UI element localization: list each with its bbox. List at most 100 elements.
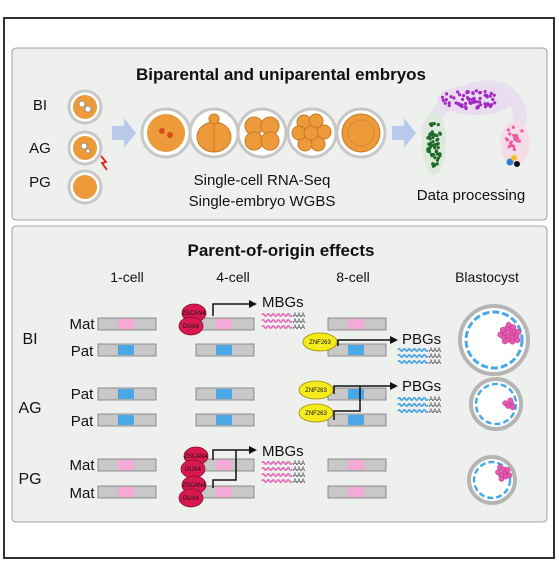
transcript-wave <box>261 472 293 478</box>
promoter-arrow <box>337 339 392 346</box>
paternal-mark <box>348 389 364 399</box>
paternal-mark <box>348 345 364 355</box>
paternal-mark <box>216 415 232 425</box>
scatter-point <box>506 128 510 132</box>
bottom-panel <box>11 225 548 523</box>
scatter-point <box>478 96 482 100</box>
transcript-wave <box>261 478 293 484</box>
polya-label: AAA <box>293 467 305 473</box>
scatter-point <box>512 133 516 137</box>
scatter-point <box>491 97 495 101</box>
top-panel-title: Biparental and uniparental embryos <box>136 65 426 84</box>
scatter-point <box>458 93 462 97</box>
znf263-blob <box>298 380 334 400</box>
scatter-point <box>456 90 460 94</box>
scatter-point <box>479 103 483 107</box>
scatter-point <box>489 91 493 95</box>
icm-cell <box>499 327 506 333</box>
group-label-bi: BI <box>22 331 37 348</box>
group-label-ag: AG <box>18 400 41 417</box>
scatter-point <box>443 101 447 105</box>
scatter-point <box>433 145 437 149</box>
method-line-2: Single-embryo WGBS <box>189 193 336 210</box>
znf263-label: ZNF263 <box>305 411 327 417</box>
icm-cell <box>498 475 505 482</box>
blastocyst-icon <box>467 455 517 505</box>
scatter-point <box>430 143 434 147</box>
scatter-point <box>440 95 445 99</box>
icm-cell <box>502 338 508 345</box>
dux4-label: DUX4 <box>183 496 200 502</box>
arrow-icon <box>392 118 416 148</box>
maternal-mark <box>118 460 134 470</box>
embryo-icon <box>140 107 192 159</box>
icm-cell <box>514 337 521 343</box>
scatter-point <box>511 125 515 129</box>
promoter-arrowhead <box>390 336 398 344</box>
embryo-label-bi: BI <box>33 97 47 114</box>
stage-label-4-cell: 4-cell <box>216 269 249 285</box>
maternal-mark <box>348 319 364 329</box>
scatter-point <box>436 123 440 127</box>
maternal-mark <box>118 487 134 497</box>
row-label-pg-mat2: Mat <box>69 485 95 502</box>
maternal-mark <box>348 460 364 470</box>
icm-cell <box>497 464 503 471</box>
blastocyst-icon <box>458 304 530 376</box>
promoter-arrow <box>212 303 251 316</box>
polya-label: AAA <box>429 409 441 415</box>
polya-label: AAA <box>293 461 305 467</box>
transcript-wave <box>397 396 429 402</box>
blastocyst-icon <box>469 377 523 431</box>
scatter-point <box>471 100 476 104</box>
scatter-point <box>428 137 432 141</box>
polya-label: AAA <box>429 360 441 366</box>
znf263-blob <box>302 332 338 352</box>
scatter-point <box>426 147 430 151</box>
polya-label: AAA <box>429 354 441 360</box>
dux4-blob <box>178 316 204 336</box>
scatter-point <box>462 93 466 98</box>
scatter-point <box>514 133 519 138</box>
scatter-point <box>452 96 456 100</box>
scatter-point <box>478 91 482 95</box>
maternal-mark <box>216 487 232 497</box>
embryo-icon <box>67 169 103 205</box>
scatter-point <box>474 89 478 93</box>
scatter-cluster-icon <box>426 89 524 168</box>
stage-label-blastocyst: Blastocyst <box>455 269 519 285</box>
dux4-label: DUX4 <box>183 324 200 330</box>
scatter-point <box>438 154 442 158</box>
row-label-ag-pat2: Pat <box>71 413 94 430</box>
scatter-point <box>436 145 440 150</box>
row-label-bi-pat: Pat <box>71 343 94 360</box>
scatter-point <box>512 147 517 152</box>
scatter-point <box>426 136 430 140</box>
cluster-point-black <box>514 161 520 167</box>
scatter-point <box>513 136 517 140</box>
paternal-mark <box>348 415 364 425</box>
scatter-point <box>436 137 440 141</box>
scatter-point <box>433 143 437 147</box>
stage-label-1-cell: 1-cell <box>110 269 143 285</box>
scatter-point <box>445 92 449 96</box>
cluster-point-yellow <box>511 155 517 161</box>
scatter-point <box>431 140 435 144</box>
promoter-arrowhead <box>249 300 257 308</box>
transcript-wave <box>397 347 429 353</box>
transcript-wave <box>397 353 429 359</box>
row-label-pg-mat1: Mat <box>69 457 95 474</box>
scatter-point <box>486 103 490 107</box>
scatter-point <box>460 97 465 101</box>
transcript-wave <box>397 359 429 365</box>
embryo-label-pg: PG <box>29 174 51 191</box>
cluster-halo-green <box>422 111 446 175</box>
dux4-blob <box>178 488 204 508</box>
scatter-point <box>508 132 512 136</box>
promoter-arrowhead <box>249 446 257 454</box>
scatter-point <box>463 105 467 109</box>
zscan4-label: ZSCAN4 <box>182 311 206 317</box>
polya-label: AAA <box>293 313 305 319</box>
scatter-point <box>483 105 488 109</box>
